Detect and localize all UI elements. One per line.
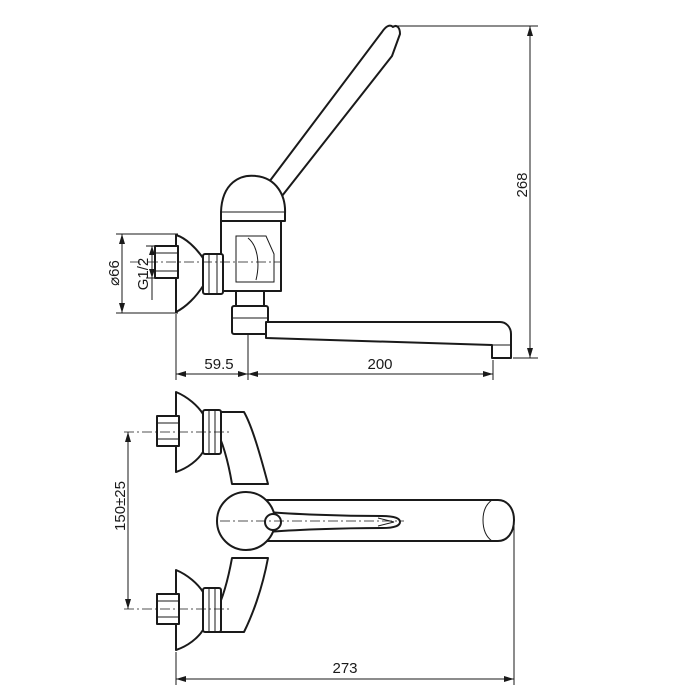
dim-total-height: 268 [393, 25, 538, 359]
label-inlet-spacing: 150±25 [112, 481, 129, 531]
spout-arm [265, 321, 512, 359]
coupling-nut [202, 253, 224, 295]
label-thread: G1/2 [135, 258, 152, 291]
lower-inlet [156, 569, 222, 651]
label-outer-diameter: ⌀66 [106, 260, 123, 286]
dim-outer-diameter: ⌀66 [106, 233, 178, 314]
swivel-nut [235, 290, 265, 307]
lever-handle [265, 24, 401, 197]
mixer-body [220, 220, 282, 292]
lower-arm [215, 557, 269, 633]
wall-escutcheon [175, 234, 204, 313]
top-view: 150±25 273 [112, 391, 515, 685]
label-total-height: 268 [514, 172, 531, 197]
dim-thread: G1/2 [135, 245, 156, 300]
dim-total-width: 273 [175, 524, 515, 685]
handle-dome [220, 174, 287, 222]
upper-arm [215, 411, 269, 485]
label-total-width: 273 [332, 660, 357, 677]
upper-inlet [156, 391, 222, 473]
lever-top [267, 511, 401, 533]
side-view: 268 ⌀66 G1/2 [106, 24, 538, 380]
label-spout-reach: 200 [367, 356, 392, 373]
dim-horizontal-side: 59.5 200 [175, 314, 494, 380]
label-wall-offset: 59.5 [204, 356, 233, 373]
dim-inlet-spacing: 150±25 [112, 432, 131, 609]
